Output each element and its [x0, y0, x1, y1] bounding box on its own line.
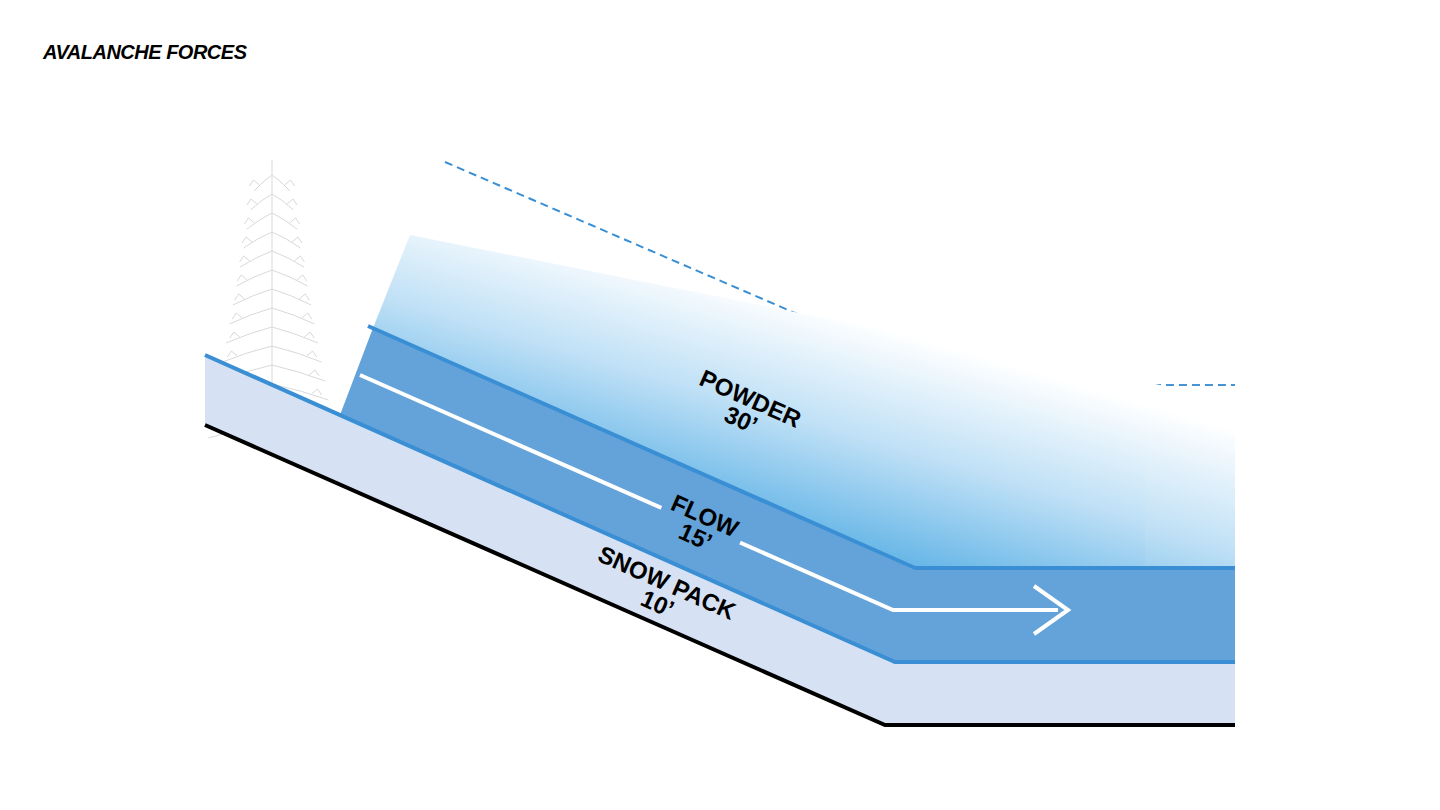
snow-pack-band-fill	[205, 355, 1235, 725]
flow-top-line	[368, 326, 1235, 568]
arrow-head	[1034, 586, 1068, 634]
edge-highlight	[1145, 380, 1235, 570]
band-label: FLOW 15’	[651, 488, 749, 566]
tree-sketch	[209, 160, 336, 445]
diagram-title: AVALANCHE FORCES	[43, 41, 246, 64]
ground-line	[205, 425, 1235, 725]
band-label: SNOW PACK 10’	[584, 543, 740, 646]
powder-extent-line	[445, 162, 1235, 385]
powder-band-fill	[373, 235, 1235, 570]
snow-pack-top-line	[205, 355, 1235, 662]
band-label: POWDER 30’	[679, 364, 812, 456]
flow-band-fill	[340, 328, 1235, 662]
flow-direction-arrow	[360, 375, 1058, 610]
